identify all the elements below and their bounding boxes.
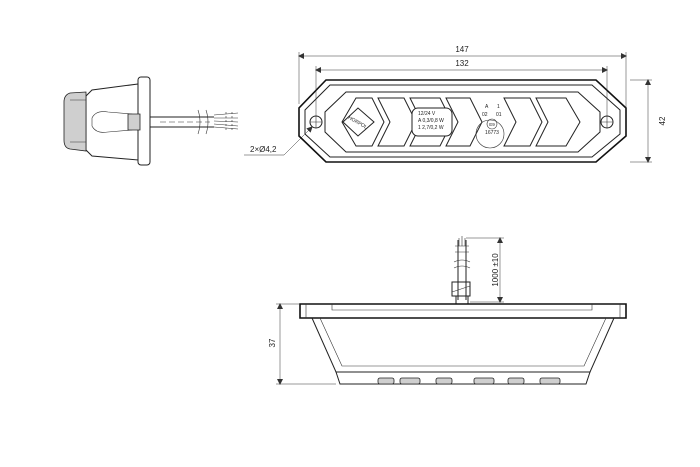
dim-cable-length: 1000 ±10	[491, 253, 500, 287]
label-code-a: A	[485, 104, 489, 110]
dim-holes: 2×Ø4,2	[250, 145, 277, 154]
side-view	[63, 76, 239, 166]
label-spec-b: 1 2,7/0,2 W	[418, 125, 444, 131]
label-approval-mark: E9	[489, 122, 495, 127]
front-view: HORPOL 12/24 V A 0,3/0,8 W 1 2,7/0,2 W A…	[244, 45, 667, 163]
dim-width-inner: 132	[455, 59, 469, 68]
section-view: 1000 ±10 37	[268, 236, 627, 385]
dim-depth: 37	[268, 338, 277, 347]
label-code-01: 01	[496, 112, 502, 118]
dim-width-total: 147	[455, 45, 469, 54]
dim-height: 42	[658, 116, 667, 125]
approval-mark-icon	[486, 118, 498, 130]
label-code-02: 02	[482, 112, 488, 118]
label-voltage: 12/24 V	[418, 111, 436, 117]
label-approval-number: 16773	[485, 130, 499, 136]
label-spec-a: A 0,3/0,8 W	[418, 118, 444, 124]
label-code-1: 1	[497, 104, 500, 110]
brand-logo	[342, 107, 375, 137]
